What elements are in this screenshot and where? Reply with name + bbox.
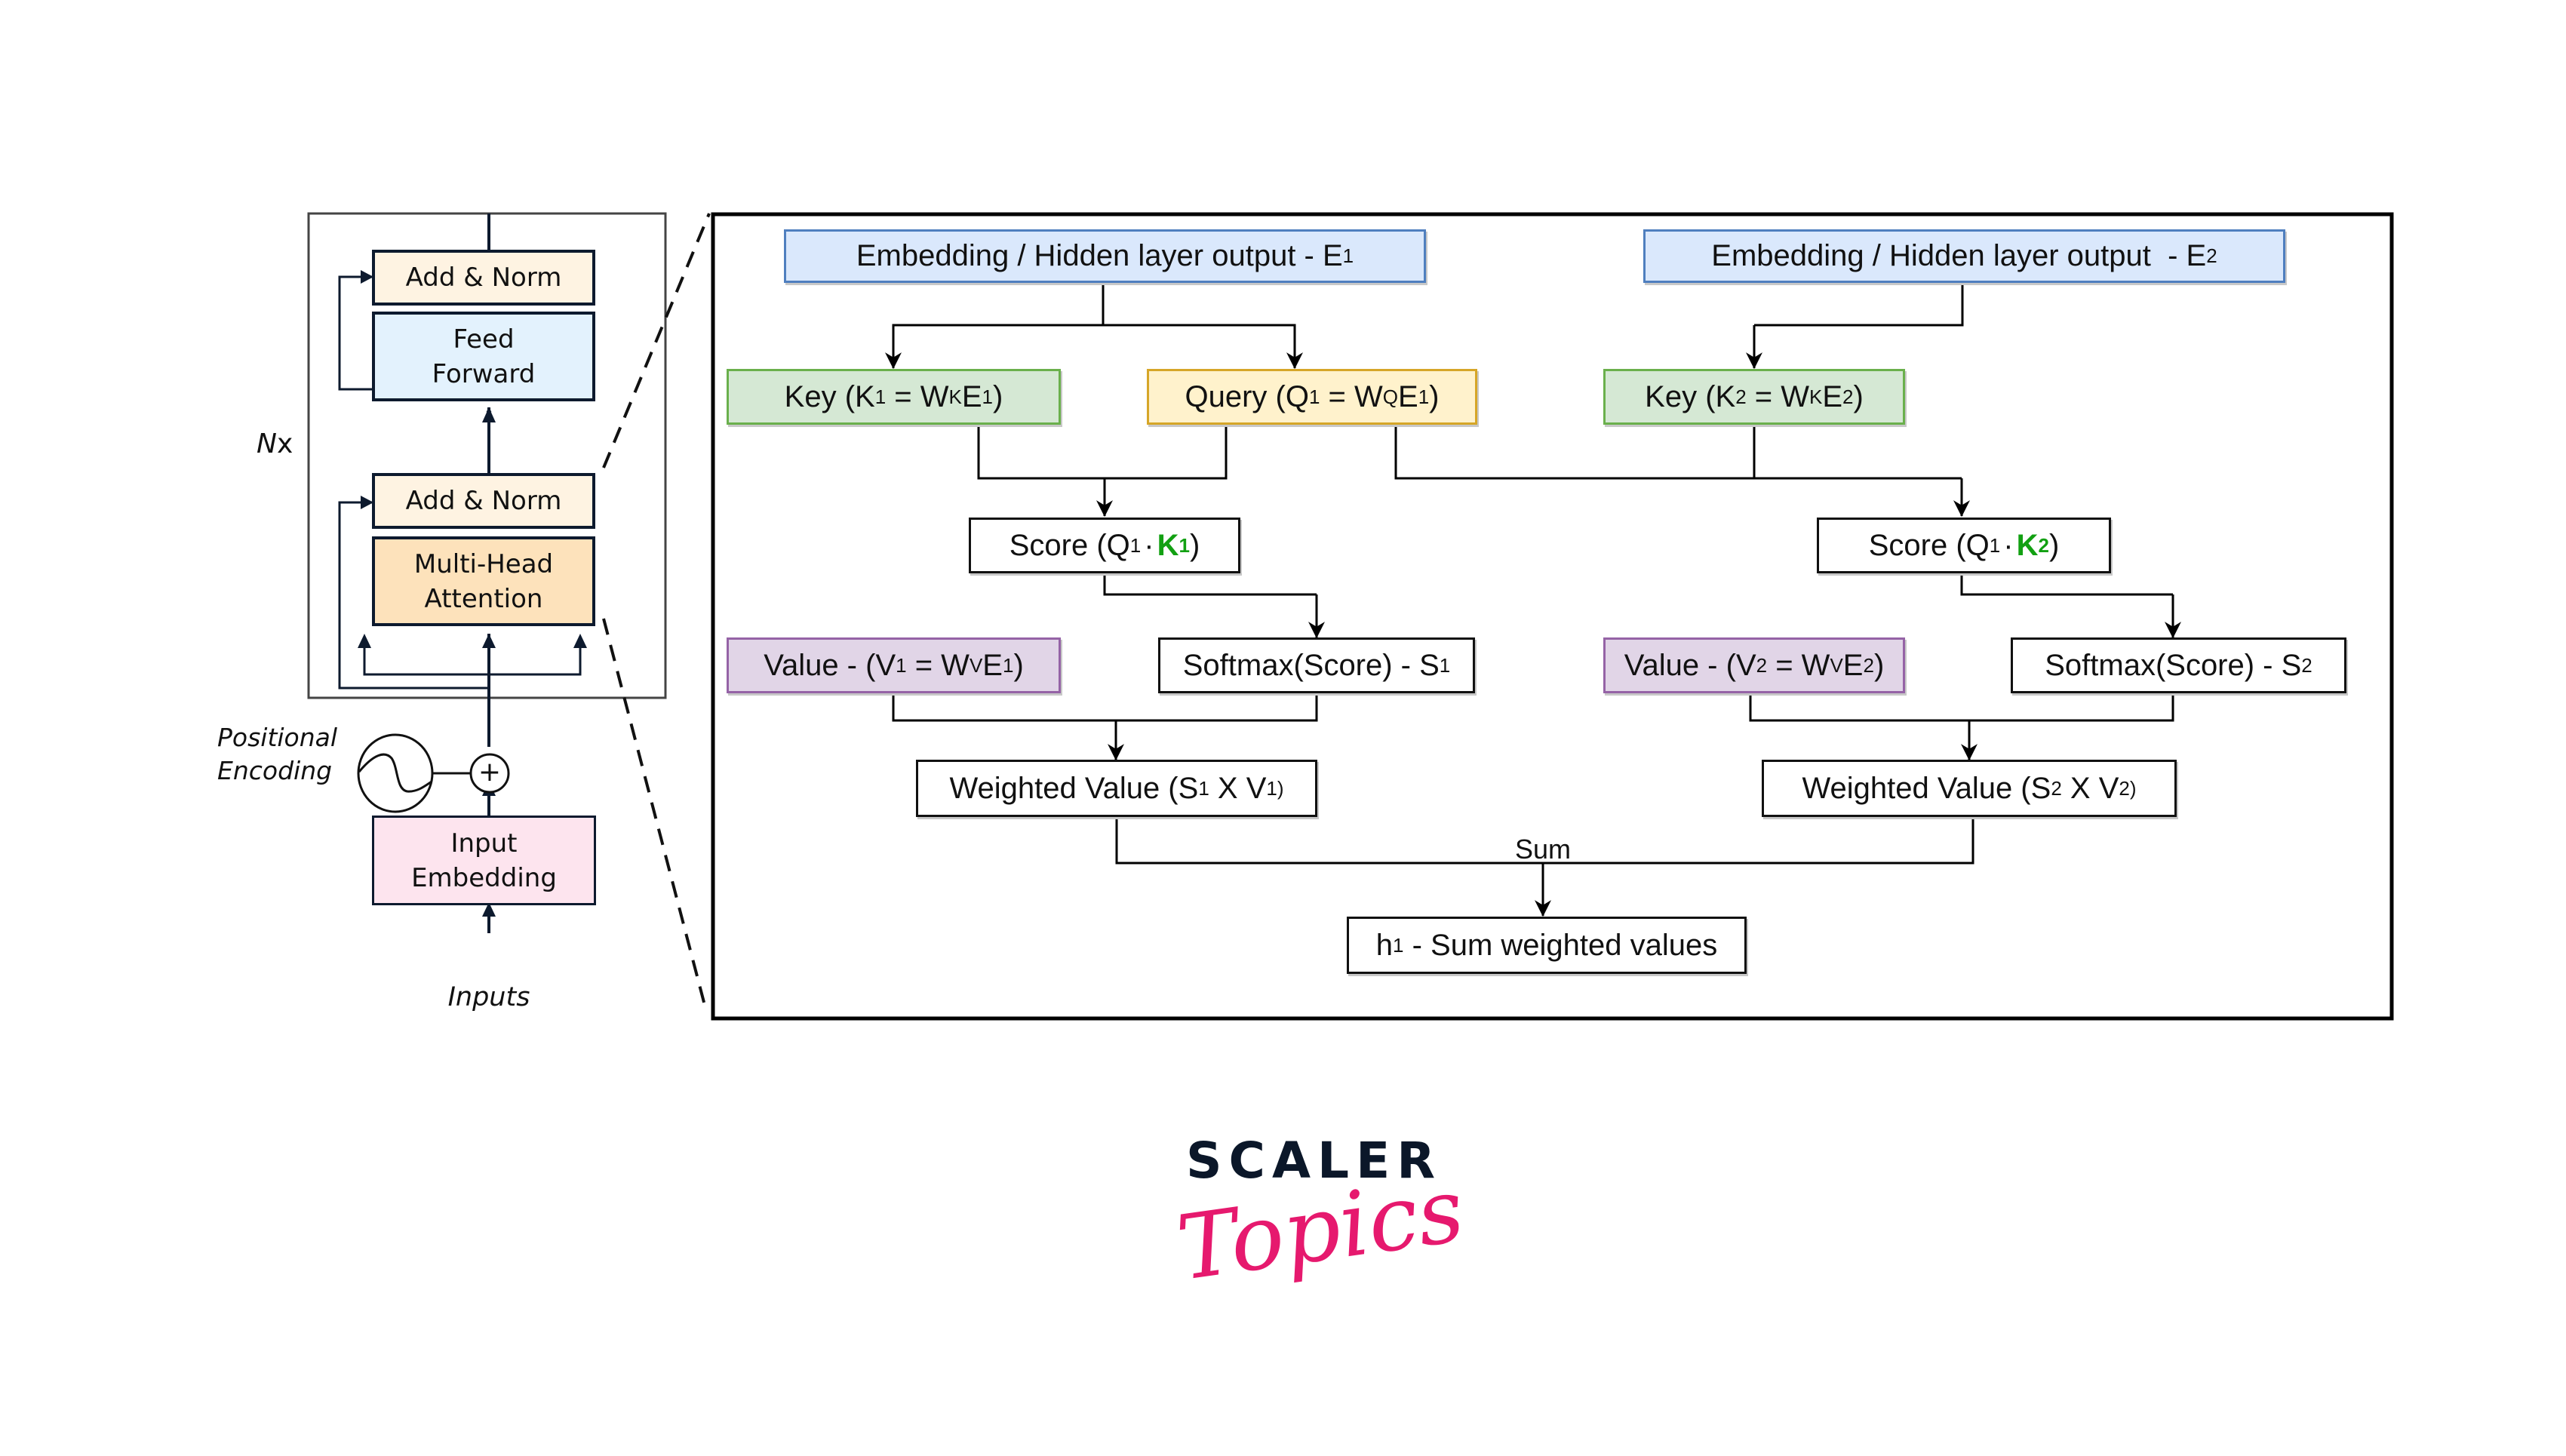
mha-label-line2: Attention [424, 583, 543, 614]
embedding-e2-sub: 2 [2206, 244, 2217, 267]
v2-s2-merge-line [1749, 693, 2174, 722]
e1-split-line [892, 324, 1296, 347]
add-norm-top-block: Add & Norm [372, 250, 595, 306]
add-norm-bottom-label: Add & Norm [405, 486, 562, 516]
input-embedding-block: Input Embedding [372, 816, 596, 905]
mha-label-line1: Multi-Head [413, 548, 554, 579]
logo-brand: SCALER [1186, 1132, 1443, 1190]
v1-s1-merge-line [892, 693, 1318, 722]
score1-to-softmax1-line [1103, 572, 1317, 596]
residual-ff-arrowhead [361, 270, 373, 284]
inputs-label: Inputs [447, 982, 530, 1012]
repeat-label: Nx [257, 428, 293, 461]
sum-label: Sum [1514, 834, 1572, 865]
positional-encoding-line1: Positional [217, 723, 338, 752]
embedding-e1-text: Embedding / Hidden layer output - E [856, 239, 1343, 272]
add-norm-top-label: Add & Norm [405, 263, 562, 293]
q1-k2-merge-line [1394, 425, 1962, 480]
embedding-input-arrowhead [482, 902, 496, 917]
mha-q-arrowhead [358, 634, 371, 648]
sine-wave-icon [358, 753, 432, 793]
feed-forward-label-line1: Feed [453, 324, 515, 355]
positional-encoding-icon [357, 733, 434, 813]
embedding-e1-sub: 1 [1342, 244, 1354, 267]
zoom-dashed-bottom [602, 618, 708, 1012]
attention-frame [711, 212, 2394, 1021]
encoder-frame [307, 212, 667, 699]
repeat-x: x [276, 429, 293, 459]
plus-symbol: + [478, 757, 502, 788]
embedding-e2-text: Embedding / Hidden layer output - E [1711, 239, 2207, 272]
add-norm-bottom-block: Add & Norm [372, 473, 595, 529]
multi-head-attention-block: Multi-Head Attention [372, 536, 595, 626]
score2-to-softmax2-line [1960, 572, 2173, 596]
ff-input-arrowhead [482, 407, 496, 422]
residual-mha-line [338, 501, 489, 690]
input-embedding-line2: Embedding [411, 862, 557, 893]
zoom-dashed-top [602, 213, 711, 468]
residual-mha-arrowhead [361, 496, 373, 509]
mha-v-arrowhead [482, 634, 496, 648]
mha-k-arrowhead [573, 634, 587, 648]
repeat-n: N [257, 429, 277, 459]
feed-forward-block: Feed Forward [372, 312, 595, 401]
k1-q1-merge-line [977, 425, 1228, 480]
positional-encoding-label: Positional Encoding [217, 721, 337, 788]
input-embedding-line1: Input [450, 828, 518, 859]
mha-split-line [363, 648, 582, 676]
feed-forward-label-line2: Forward [432, 358, 536, 389]
positional-encoding-line2: Encoding [217, 756, 333, 785]
e2-line [1754, 281, 1964, 327]
plus-circle-icon [469, 753, 510, 794]
sum-merge-line [1115, 816, 1974, 865]
